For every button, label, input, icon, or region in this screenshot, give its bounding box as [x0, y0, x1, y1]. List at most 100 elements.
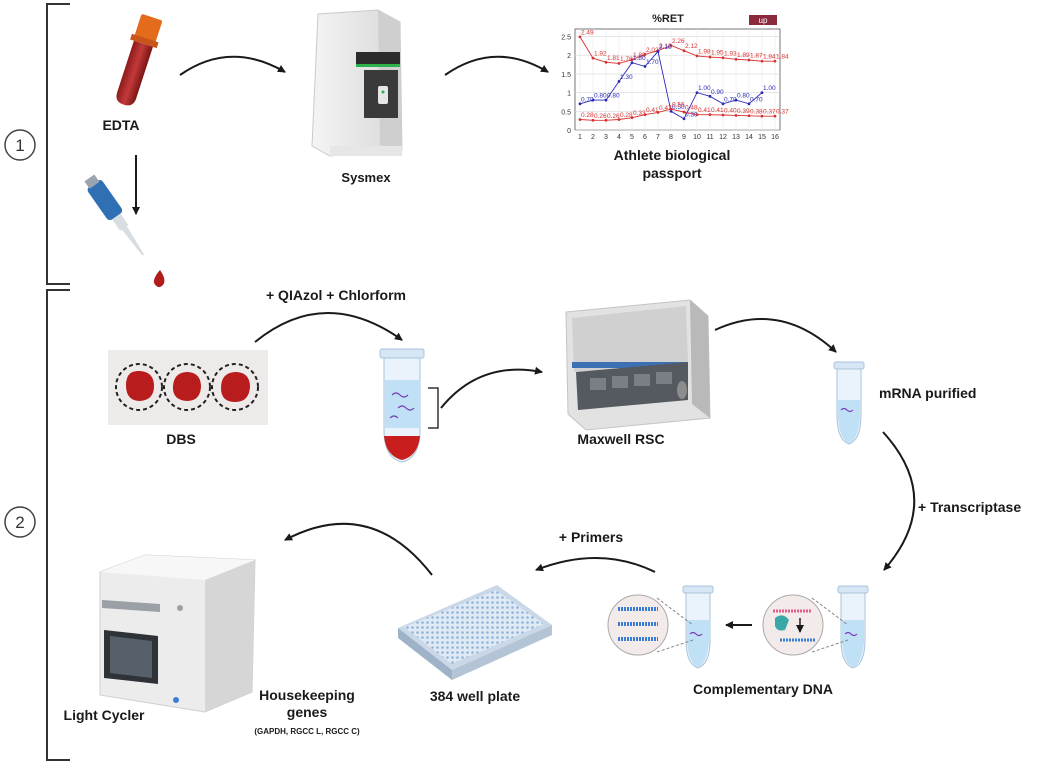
- cdna-tube-right-icon: [837, 585, 869, 669]
- chart-point: [760, 59, 764, 63]
- chart-ytick-label: 2.5: [561, 34, 571, 41]
- chart-data-label: 0.80: [737, 93, 750, 100]
- housekeeping-label-line1: Housekeeping: [259, 687, 355, 703]
- chart-point: [773, 59, 777, 63]
- chart-xtick-label: 6: [643, 134, 647, 141]
- chart-xtick-label: 11: [706, 134, 713, 141]
- chart-xtick-label: 1: [578, 134, 582, 141]
- chart-point: [760, 114, 764, 118]
- chart-point: [656, 50, 660, 53]
- chart-data-label: 0.80: [607, 93, 620, 100]
- chart-point: [630, 61, 634, 65]
- sysmex-label: Sysmex: [341, 170, 391, 185]
- maxwell-label: Maxwell RSC: [577, 431, 664, 447]
- chart-data-label: 1.98: [698, 48, 711, 55]
- chart-data-label: 2.49: [581, 29, 594, 36]
- section-number-2: 2: [4, 506, 36, 538]
- chart-data-label: 1.84: [763, 54, 776, 61]
- chart-data-label: 0.33: [633, 110, 646, 117]
- chart-point: [721, 113, 725, 117]
- chart-ytick-label: 0.5: [561, 109, 571, 116]
- chart-point: [669, 107, 673, 111]
- housekeeping-genes-list: (GAPDH, RGCC L, RGCC C): [254, 727, 360, 736]
- extraction-tube-icon: [379, 348, 439, 463]
- chart-data-label: 0.41: [698, 107, 711, 114]
- chart-xtick-label: 9: [682, 134, 686, 141]
- chart-point: [682, 110, 686, 114]
- chart-data-label: 1.89: [737, 52, 750, 59]
- cdna-tube-left-icon: [682, 585, 714, 669]
- chart-point: [643, 53, 647, 56]
- chart-data-label: 1.84: [776, 54, 789, 61]
- cdna-label: Complementary DNA: [693, 681, 833, 697]
- chart-point: [695, 54, 699, 58]
- plate-label: 384 well plate: [430, 688, 520, 704]
- chart-point: [682, 49, 686, 53]
- chart-data-label: 0.37: [763, 109, 776, 116]
- chart-data-label: 1.88: [633, 52, 646, 59]
- mrna-label: mRNA purified: [879, 385, 976, 401]
- chart-xtick-label: 3: [604, 134, 608, 141]
- chart-data-label: 0.48: [685, 105, 698, 112]
- chart-point: [721, 102, 725, 106]
- well-plate-icon: [398, 585, 552, 680]
- chart-data-label: 0.37: [776, 109, 789, 116]
- chart-data-label: 2.12: [659, 43, 672, 50]
- chart-badge: [749, 15, 777, 25]
- chart-point: [643, 65, 647, 68]
- chart-point: [760, 91, 764, 94]
- chart-point: [604, 98, 608, 102]
- edta-label: EDTA: [102, 117, 139, 133]
- lightcycler-label: Light Cycler: [64, 707, 145, 723]
- chart-point: [604, 118, 608, 122]
- chart-point: [708, 113, 712, 117]
- section-bracket-1: [46, 3, 70, 285]
- chart-xtick-label: 8: [669, 134, 673, 141]
- chart-point: [617, 118, 621, 121]
- abp-label-line1: Athlete biological: [614, 147, 731, 163]
- chart-point: [695, 91, 699, 94]
- chart-point: [591, 118, 595, 122]
- chart-data-label: 2.02: [646, 47, 659, 54]
- chart-point: [682, 117, 686, 121]
- sysmex-machine-icon: [311, 9, 403, 157]
- chart-point: [734, 114, 738, 117]
- chart-data-label: 1.93: [724, 50, 737, 57]
- chart-data-label: 0.26: [594, 113, 607, 120]
- chart-point: [747, 102, 751, 106]
- chart-data-label: 0.70: [750, 96, 763, 103]
- arrow-plate-to-lightcycler: [284, 522, 433, 576]
- mrna-tube-icon: [833, 361, 865, 445]
- chart-data-label: 1.70: [646, 59, 659, 66]
- chart-data-label: 0.80: [594, 93, 607, 100]
- chart-xtick-label: 10: [693, 134, 701, 141]
- chart-data-label: 0.56: [672, 102, 685, 109]
- chart-data-label: 0.47: [659, 105, 672, 112]
- chart-data-label: 0.28: [581, 112, 594, 119]
- chart-data-label: 1.80: [633, 55, 646, 62]
- chart-xtick-label: 16: [771, 134, 779, 141]
- chart-title: %RET: [652, 13, 684, 25]
- cdna-zoom-left-icon: [607, 594, 694, 656]
- chart-ytick-label: 1: [567, 91, 571, 98]
- chart-point: [734, 57, 738, 61]
- chart-point: [695, 113, 699, 117]
- primers-label: + Primers: [559, 529, 623, 545]
- chart-point: [630, 116, 634, 120]
- chart-point: [591, 56, 595, 60]
- chart-series-line: [579, 36, 775, 64]
- arrow-sysmex-to-passport: [444, 55, 549, 76]
- chart-point: [773, 114, 777, 118]
- chart-point: [708, 55, 712, 59]
- chart-data-label: 1.87: [750, 53, 763, 60]
- chart-data-label: 0.40: [724, 108, 737, 115]
- pipette-icon: [84, 174, 165, 288]
- chart-point: [669, 109, 673, 113]
- chart-point: [708, 94, 712, 98]
- edta-tube-icon: [116, 14, 163, 106]
- chart-point: [578, 102, 582, 106]
- chart-data-label: 0.70: [724, 96, 737, 103]
- chart-point: [734, 98, 738, 102]
- arrow-cdna-to-plate: [535, 557, 656, 573]
